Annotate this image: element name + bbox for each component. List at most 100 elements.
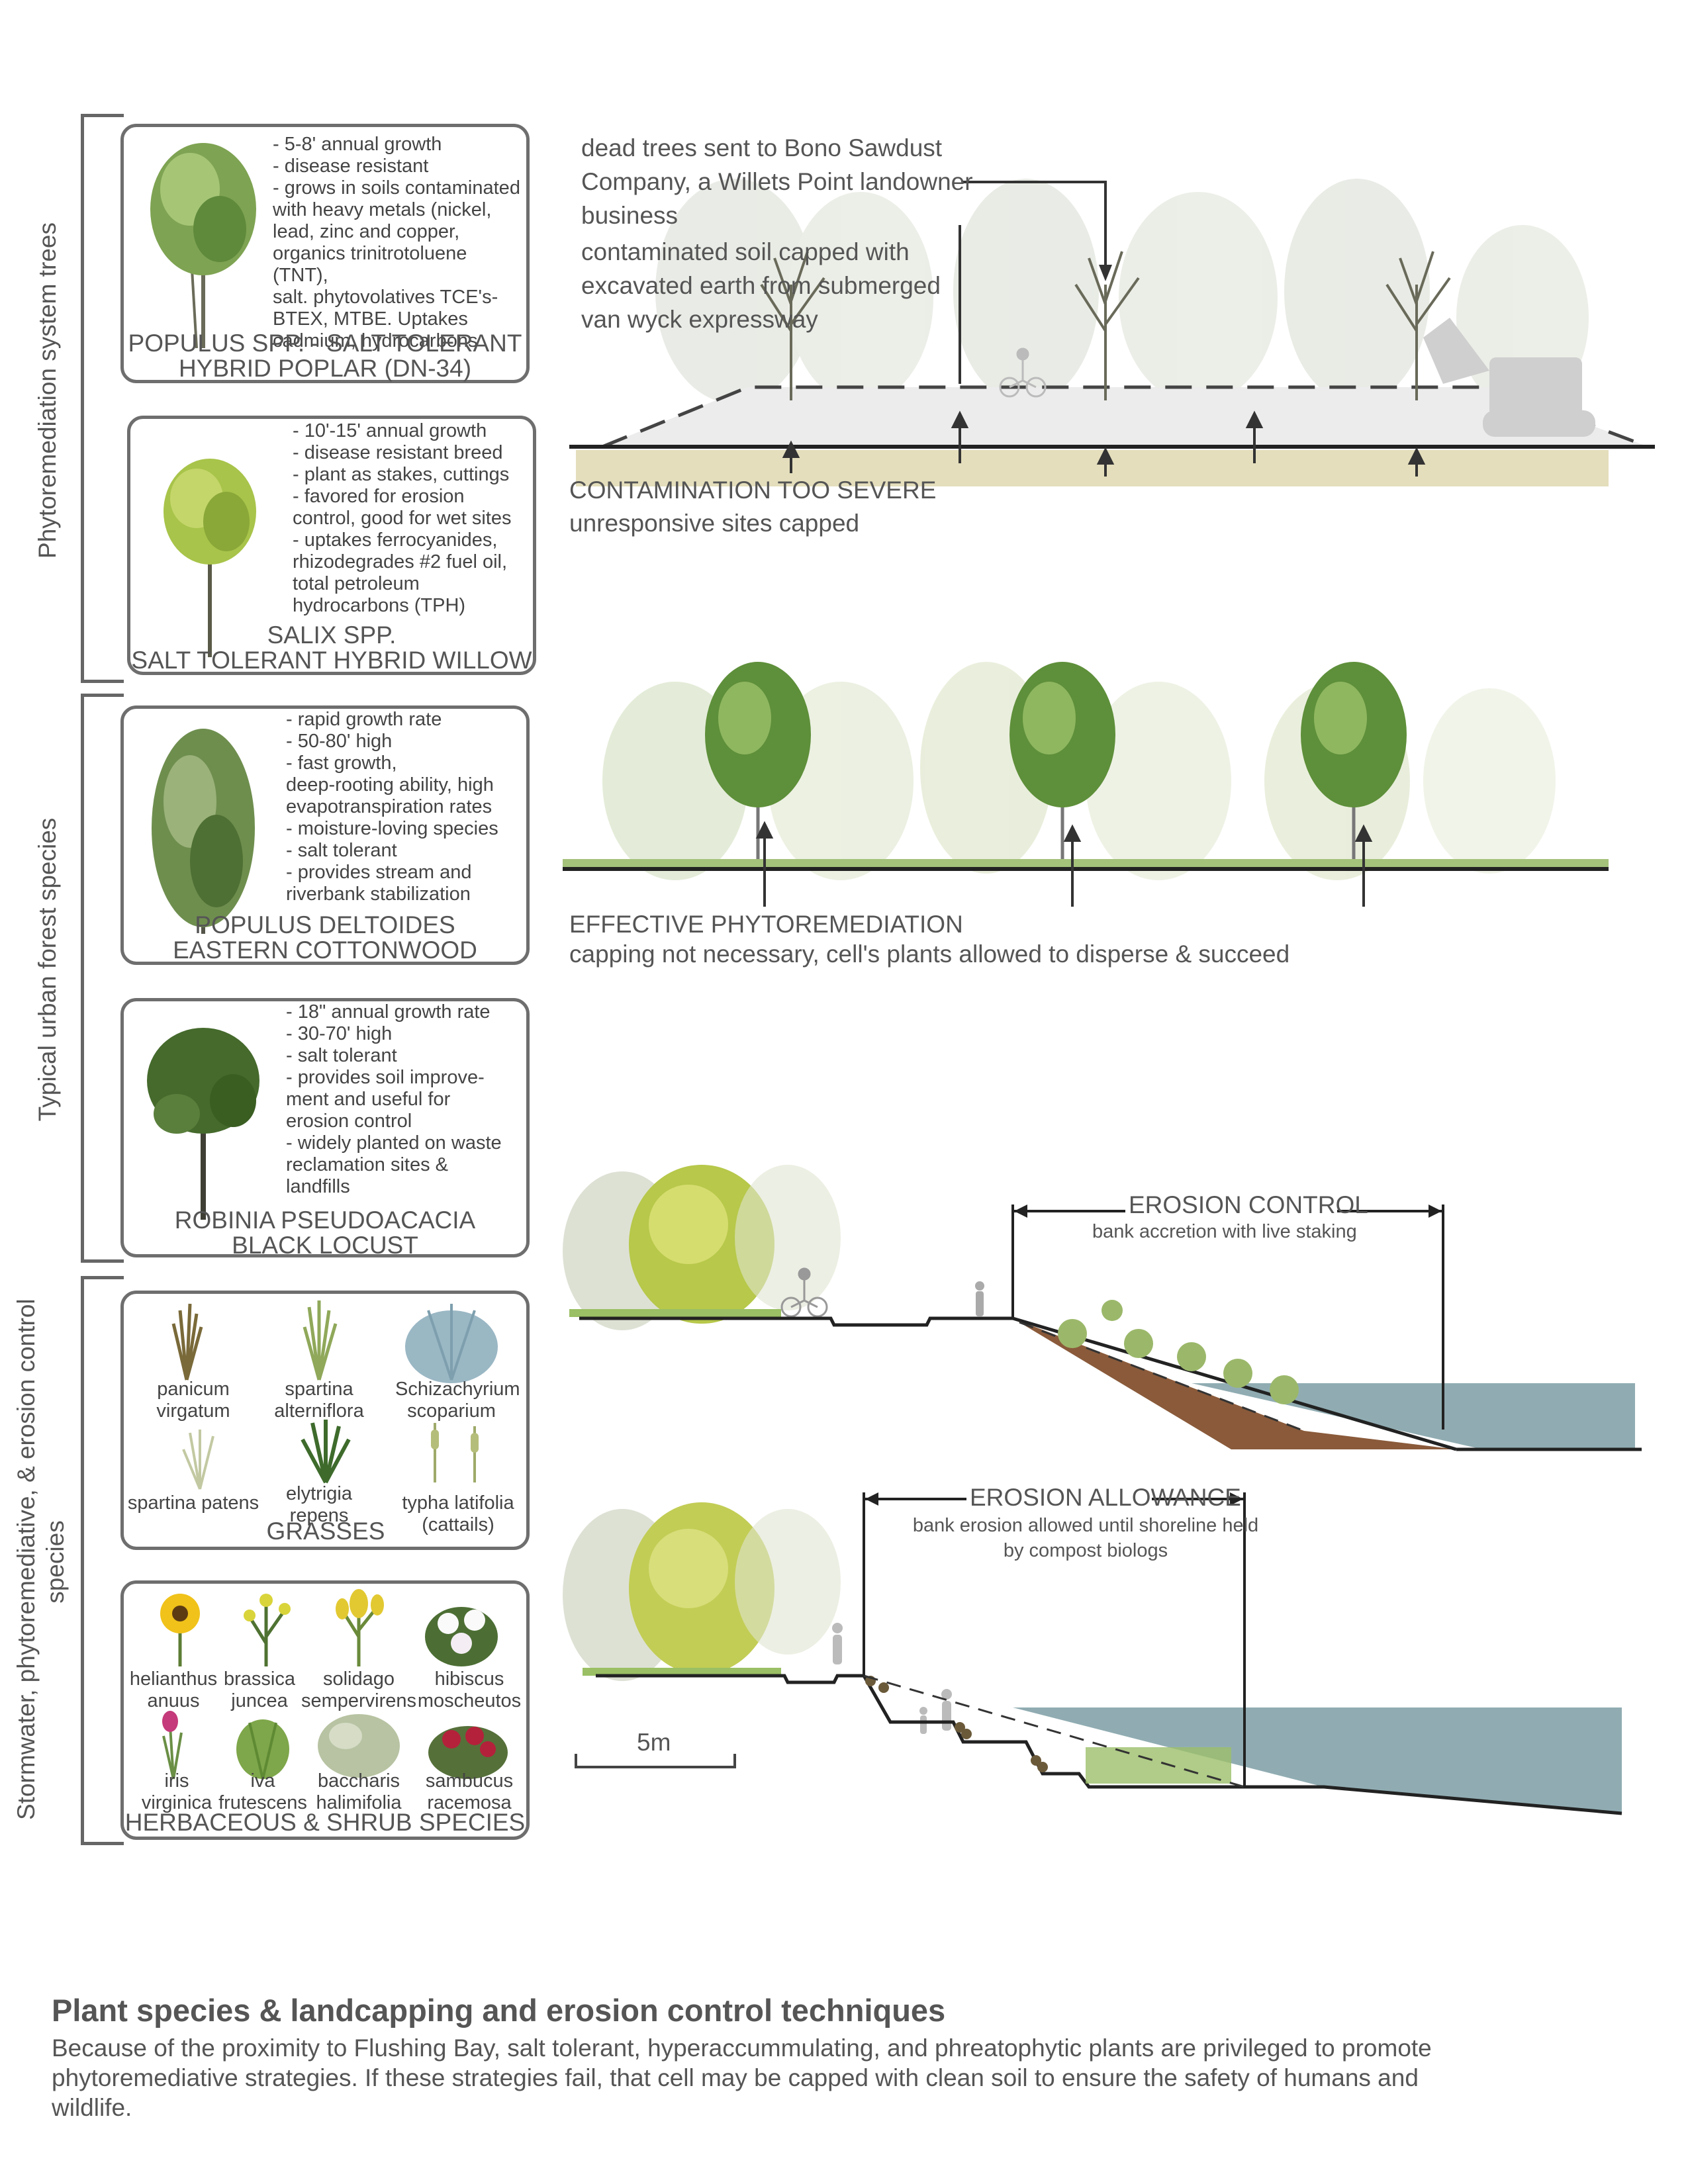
poplar-bullets: - 5-8' annual growth - disease resistant… <box>273 134 520 351</box>
callout-arrowhead-dead-trees <box>1099 265 1112 281</box>
effective-grass-band <box>563 859 1609 867</box>
note-contaminated-soil: contaminated soil capped with excavated … <box>581 238 941 333</box>
cyclist-icon <box>999 347 1047 398</box>
iva-frutescens-icon <box>236 1719 289 1780</box>
ec-cyclist-icon <box>780 1267 828 1318</box>
ea-grass-strip <box>583 1668 781 1676</box>
capped-section-diagram <box>569 179 1655 486</box>
grass-label-spartina-patens: spartina patens <box>127 1492 259 1514</box>
footer-title: Plant species & landcapping and erosion … <box>52 1993 946 2028</box>
hibiscus-icon <box>425 1607 498 1666</box>
spartina-patens-icon <box>182 1430 214 1490</box>
shrub-label-iva: iva frutescens <box>218 1770 307 1813</box>
grass-label-schizachyrium: Schizachyrium scoparium <box>395 1379 520 1422</box>
erosion-control-subheading: bank accretion with live staking <box>1092 1221 1357 1242</box>
iris-virginica-icon <box>162 1711 183 1780</box>
willow-bullets: - 10'-15' annual growth - disease resist… <box>293 420 512 616</box>
panicum-virgatum-icon <box>171 1303 203 1381</box>
ec-water <box>1192 1383 1635 1449</box>
poplar-name: POPULUS SPP. - SALT TOLERANT HYBRID POPL… <box>128 330 522 382</box>
scale-bar <box>575 1754 736 1768</box>
grass-label-typha: typha latifolia (cattails) <box>402 1492 514 1535</box>
note-dead-trees: dead trees sent to Bono Sawdust Company,… <box>581 134 973 229</box>
ec-ground-profile <box>579 1316 1013 1327</box>
typha-latifolia-icon <box>431 1423 479 1482</box>
shrub-label-hibiscus: hibiscus moscheutos <box>417 1668 522 1711</box>
capped-soil-layer <box>602 387 1648 447</box>
ec-bank-soil <box>1013 1318 1456 1449</box>
cottonwood-name: POPULUS DELTOIDES EASTERN COTTONWOOD <box>173 911 477 964</box>
locust-tree-icon <box>147 1028 259 1220</box>
shrub-label-iris: iris virginica <box>141 1770 212 1813</box>
ea-dim-arrow-left <box>865 1492 878 1506</box>
ea-marsh-grass <box>1086 1747 1231 1784</box>
shrub-label-baccharis: baccharis halimifolia <box>316 1770 402 1813</box>
shrub-label-sambucus: sambucus racemosa <box>425 1770 514 1813</box>
shrub-label-solidago: solidago sempervirens <box>301 1668 417 1711</box>
solidago-icon <box>336 1589 384 1666</box>
grass-label-spartina-alterniflora: spartina alterniflora <box>274 1379 364 1422</box>
ea-pedestrian-icon <box>832 1623 843 1664</box>
baccharis-icon <box>318 1714 400 1778</box>
erosion-allowance-diagram <box>563 1492 1622 1815</box>
elytrigia-repens-icon <box>301 1420 351 1484</box>
sambucus-icon <box>428 1726 508 1779</box>
callout-leader-dead-trees <box>963 181 1107 268</box>
poplar-tree-3-icon <box>1301 662 1407 867</box>
poplar-tree-1-icon <box>705 662 811 867</box>
dead-tree-1-icon <box>760 251 825 400</box>
phyto-trees-bracket <box>81 114 124 683</box>
card-eastern-cottonwood: - rapid growth rate - 50-80' high - fast… <box>120 705 530 965</box>
ec-grass-strip <box>569 1309 781 1317</box>
capped-heading: CONTAMINATION TOO SEVERE <box>569 477 937 504</box>
shrub-label-helianthus: helianthus anuus <box>129 1668 218 1711</box>
capped-subheading: unresponsive sites capped <box>569 510 860 537</box>
poplar-tree-icon <box>150 143 256 349</box>
capped-upward-arrows <box>782 410 1426 477</box>
capped-background-trees <box>655 179 1589 410</box>
card-black-locust: - 18" annual growth rate - 30-70' high -… <box>120 998 530 1259</box>
locust-bullets: - 18" annual growth rate - 30-70' high -… <box>286 1001 502 1197</box>
shrubs-title: HERBACEOUS & SHRUB SPECIES <box>124 1809 526 1836</box>
capped-soil-band <box>576 450 1609 486</box>
grasses-title: GRASSES <box>266 1518 385 1545</box>
willow-name: SALIX SPP. SALT TOLERANT HYBRID WILLOW <box>131 621 532 674</box>
poplar-tree-2-icon <box>1009 662 1115 867</box>
card-hybrid-poplar: - 5-8' annual growth - disease resistant… <box>120 124 530 383</box>
effective-heading: EFFECTIVE PHYTOREMEDIATION <box>569 911 963 938</box>
ea-water <box>1013 1707 1622 1813</box>
group-label-phyto-trees: Phytoremediation system trees <box>34 222 61 559</box>
helianthus-icon <box>160 1594 200 1666</box>
ec-tree-yellow-highlight <box>649 1185 728 1264</box>
grass-label-elytrigia: elytrigia repens <box>286 1483 352 1526</box>
dead-tree-3-icon <box>1385 251 1451 400</box>
effective-subheading: capping not necessary, cell's plants all… <box>569 940 1290 968</box>
spartina-alterniflora-icon <box>303 1300 338 1381</box>
locust-name: ROBINIA PSEUDOACACIA BLACK LOCUST <box>174 1206 476 1259</box>
ec-pedestrian-icon <box>975 1281 984 1316</box>
erosion-allowance-heading: EROSION ALLOWANCE <box>970 1484 1241 1511</box>
ea-compost-biologs <box>865 1676 1048 1772</box>
footer-body: Because of the proximity to Flushing Bay… <box>52 2034 1432 2121</box>
effective-upward-arrows <box>755 821 1373 907</box>
cottonwood-bullets: - rapid growth rate - 50-80' high - fast… <box>286 709 498 905</box>
willow-tree-icon <box>164 459 256 657</box>
erosion-control-diagram <box>563 1165 1642 1451</box>
urban-forest-bracket <box>81 694 124 1263</box>
shrub-label-brassica: brassica juncea <box>224 1668 295 1711</box>
scale-label: 5m <box>637 1729 671 1756</box>
stormwater-bracket <box>81 1276 124 1845</box>
ec-dim-arrow-left <box>1014 1205 1027 1218</box>
effective-section-diagram <box>563 662 1609 907</box>
card-herbaceous-shrub: helianthus anuus brassica juncea solidag… <box>120 1580 530 1840</box>
erosion-control-heading: EROSION CONTROL <box>1129 1191 1368 1218</box>
brassica-juncea-icon <box>244 1594 291 1666</box>
card-hybrid-willow: - 10'-15' annual growth - disease resist… <box>127 416 536 675</box>
ea-dim-arrow-right <box>1230 1492 1243 1506</box>
cottonwood-tree-icon <box>152 729 255 934</box>
excavator-icon <box>1423 318 1595 437</box>
ec-background-tree-right <box>735 1165 841 1310</box>
card-grasses: panicum virgatum spartina alterniflora S… <box>120 1291 530 1550</box>
ea-dashed-line <box>863 1674 1245 1788</box>
ec-live-stakes <box>1058 1300 1299 1404</box>
